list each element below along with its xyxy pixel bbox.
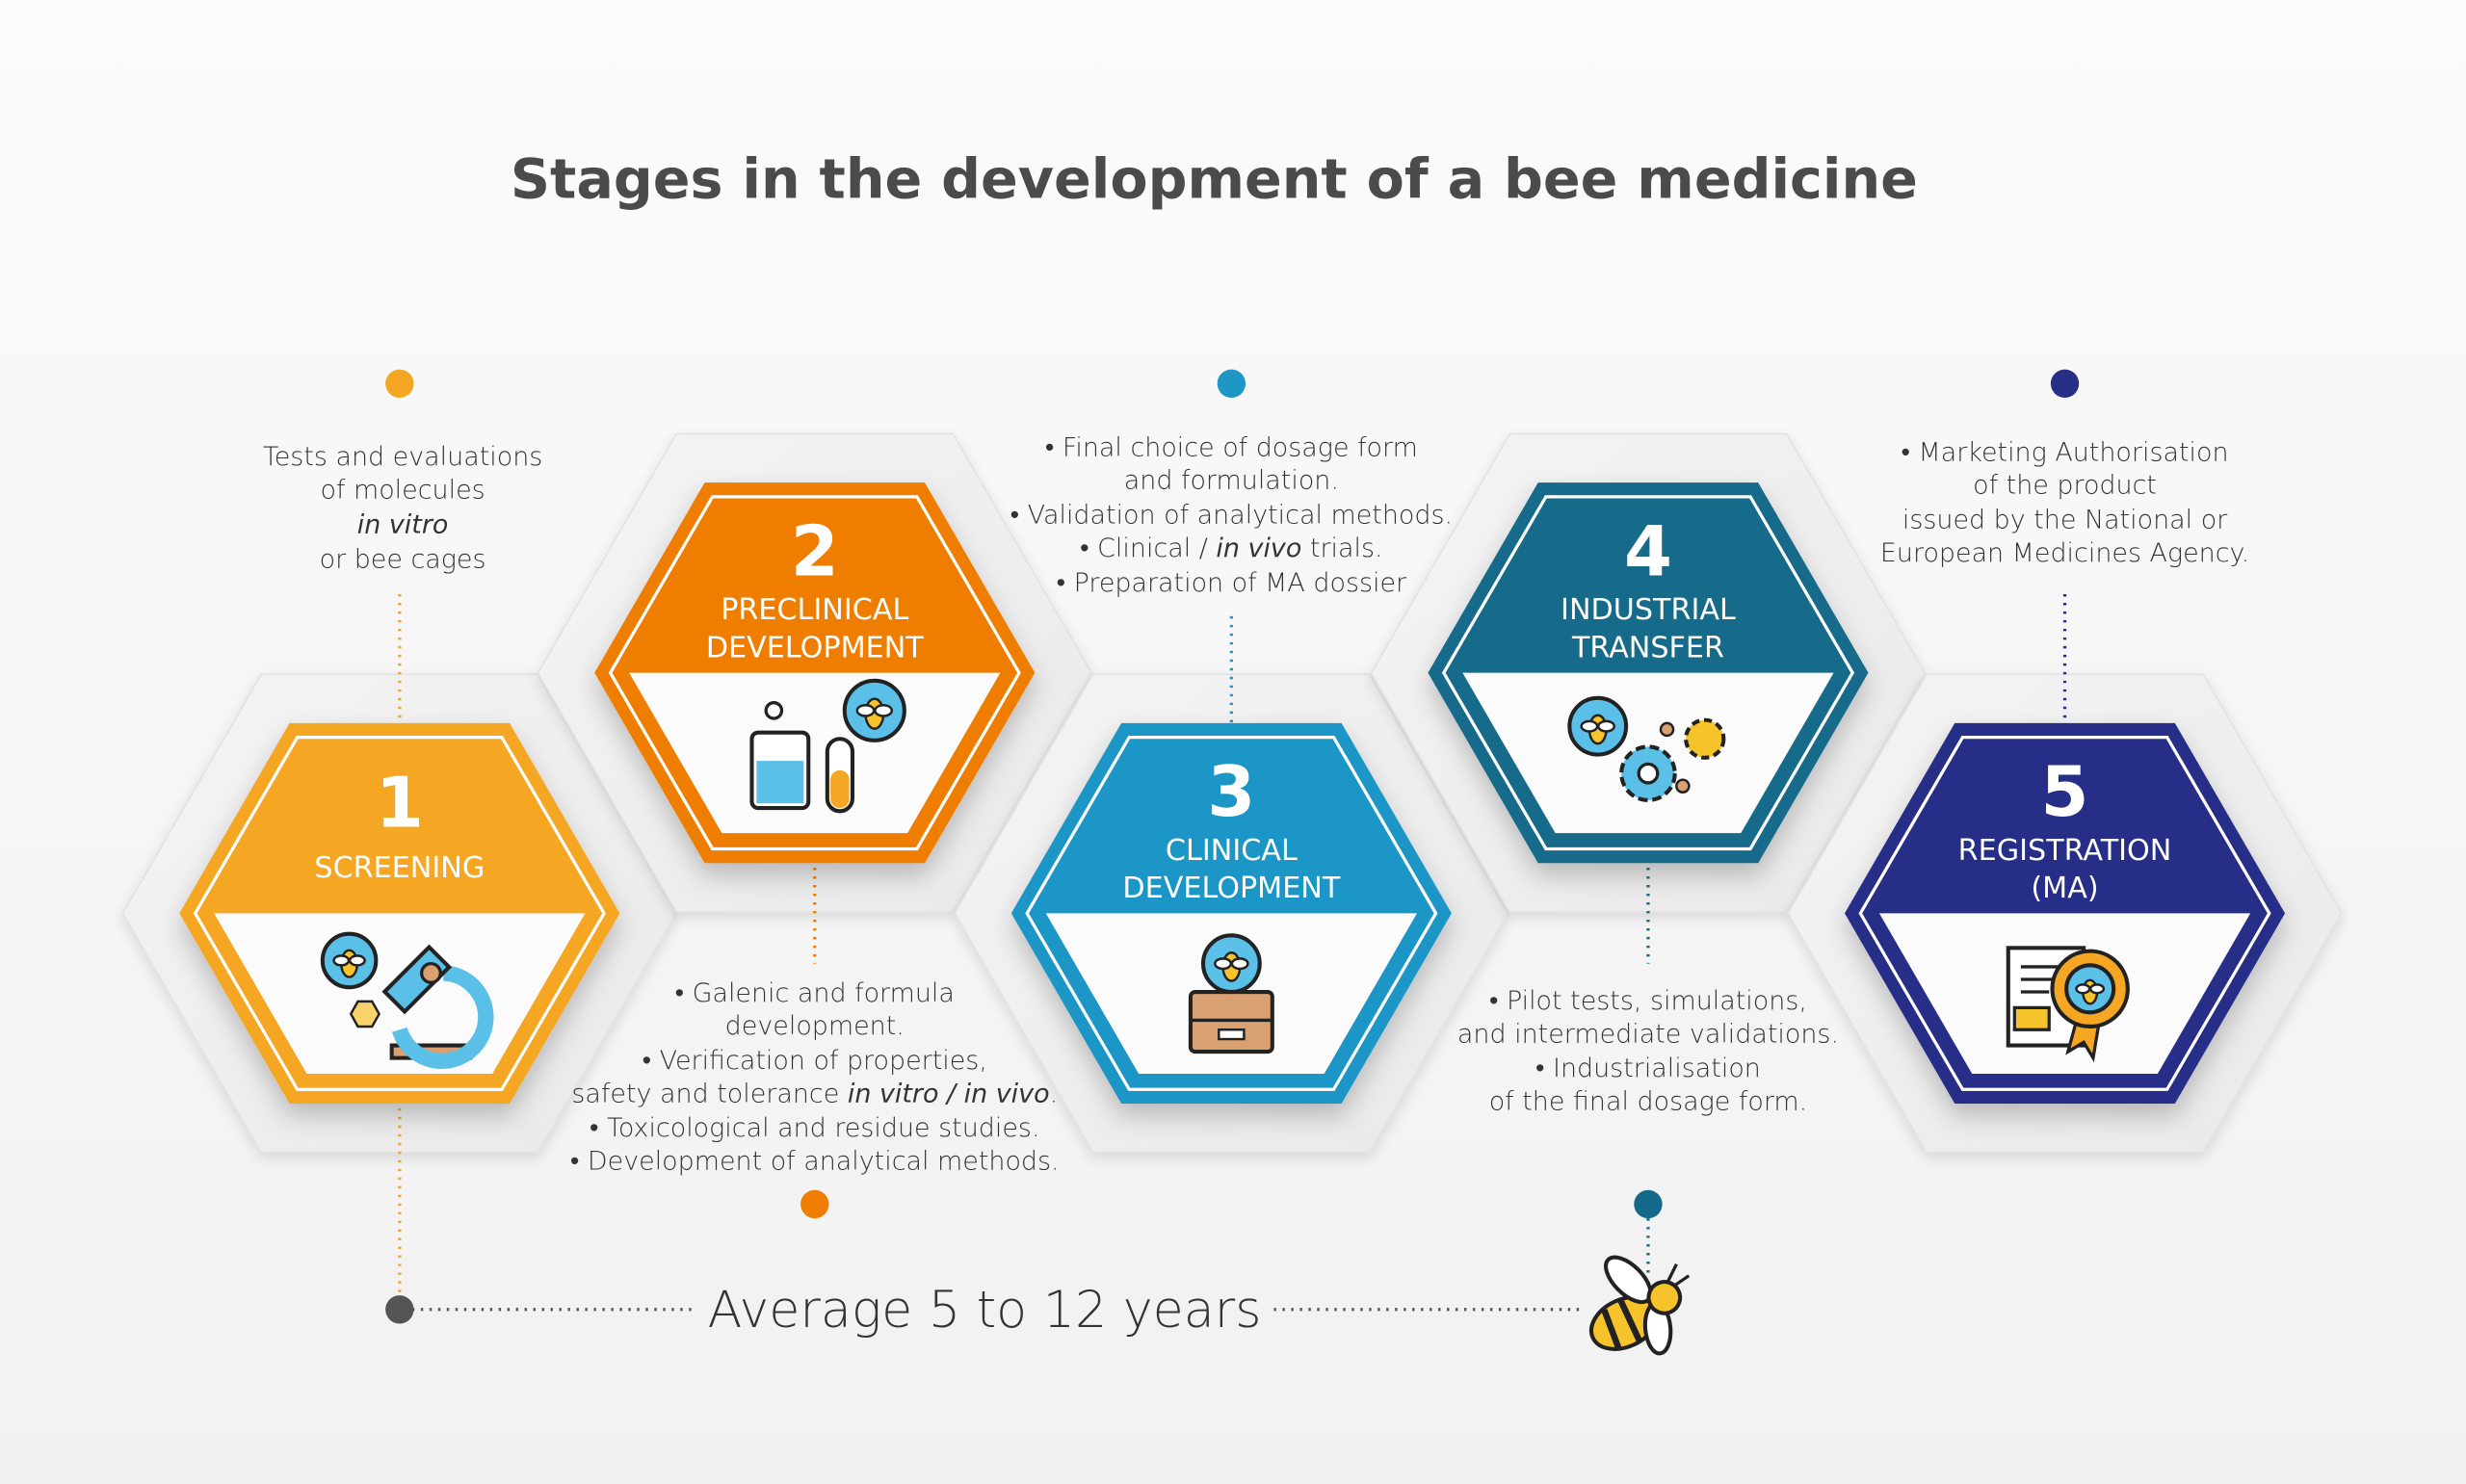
description-text: or bee cages: [320, 544, 486, 574]
description-text: • Industrialisation: [1535, 1054, 1761, 1083]
stage-description-line: of molecules: [320, 475, 485, 505]
stage-label: DEVELOPMENT: [1122, 872, 1340, 905]
stage-marker-dot: [1634, 1189, 1663, 1219]
stage-description-line: safety and tolerance in vitro / in vivo.: [571, 1079, 1058, 1108]
stage-number: 3: [1207, 751, 1255, 832]
stage-description-line: • Toxicological and residue studies.: [590, 1113, 1040, 1143]
stage-label: TRANSFER: [1571, 631, 1724, 664]
stage-description-line: Tests and evaluations: [263, 442, 542, 472]
page-title: Stages in the development of a bee medic…: [511, 148, 1918, 212]
stage-number: 1: [376, 763, 424, 844]
stage-description-line: development.: [725, 1011, 905, 1041]
italic-text: in vivo: [1216, 534, 1301, 563]
stage-label: INDUSTRIAL: [1561, 593, 1736, 627]
stage-description-line: of the product: [1973, 471, 2157, 501]
stage-marker-dot: [1217, 369, 1246, 399]
microscope-bee-icon: [320, 931, 494, 1069]
connectors: [385, 369, 2080, 1297]
stage-description-line: issued by the National or: [1902, 505, 2228, 534]
description-text: .: [1050, 1079, 1059, 1108]
stage-description-line: • Development of analytical methods.: [570, 1147, 1060, 1177]
stage-label: SCREENING: [314, 851, 485, 885]
hexagon-inner-border: [608, 495, 1021, 851]
description-text: • Marketing Authorisation: [1902, 437, 2229, 467]
description-text: • Clinical /: [1080, 534, 1216, 563]
description-text: • Verification of properties,: [643, 1046, 987, 1076]
description-text: Tests and evaluations: [263, 442, 542, 472]
lab-tubes-bee-icon: [749, 678, 906, 814]
stage-description-line: • Industrialisation: [1535, 1054, 1761, 1083]
description-text: issued by the National or: [1902, 505, 2228, 534]
icon-panel: [629, 672, 1001, 834]
italic-text: in vitro / in vivo: [848, 1079, 1050, 1108]
stage-marker-dot: [800, 1189, 829, 1219]
description-text: trials.: [1301, 534, 1382, 563]
stage-marker-dot: [385, 369, 414, 399]
description-text: • Preparation of MA dossier: [1057, 568, 1407, 598]
hexagon-inner-border: [193, 735, 606, 1091]
stage-description-line: and formulation.: [1124, 466, 1339, 496]
description-text: • Toxicological and residue studies.: [590, 1113, 1040, 1143]
stage-description-line: in vitro: [357, 509, 449, 539]
description-text: • Development of analytical methods.: [570, 1147, 1060, 1177]
stage-number: 4: [1624, 510, 1672, 591]
stage-description-line: • Final choice of dosage form: [1045, 432, 1418, 462]
stage-number: 5: [2041, 751, 2089, 832]
timeline-label: Average 5 to 12 years: [708, 1282, 1262, 1340]
timeline: Average 5 to 12 years: [385, 1255, 1691, 1356]
description-text: • Validation of analytical methods.: [1010, 501, 1453, 531]
description-text: • Galenic and formula: [675, 978, 955, 1008]
stage-marker-dot: [2050, 369, 2080, 399]
stage-description-line: • Preparation of MA dossier: [1057, 568, 1407, 598]
stage-label: (MA): [2031, 872, 2098, 905]
description-text: of the final dosage form.: [1489, 1086, 1808, 1116]
gear-icon: [1684, 717, 1726, 760]
stage-description-line: • Verification of properties,: [643, 1046, 987, 1076]
description-text: and intermediate validations.: [1457, 1019, 1839, 1049]
stage-description-line: European Medicines Agency.: [1880, 538, 2249, 568]
stage-description-line: and intermediate validations.: [1457, 1019, 1839, 1049]
description-text: and formulation.: [1124, 466, 1339, 496]
stage-description-line: of the final dosage form.: [1489, 1086, 1808, 1116]
bee-icon: [1588, 1255, 1691, 1356]
hexagon-inner-border: [1441, 495, 1855, 851]
beehive-icon: [1188, 933, 1274, 1054]
description-text: of the product: [1973, 471, 2157, 501]
stage-description-line: • Marketing Authorisation: [1902, 437, 2229, 467]
stage-description-line: or bee cages: [320, 544, 486, 574]
description-text: of molecules: [320, 475, 485, 505]
description-text: safety and tolerance: [571, 1079, 847, 1108]
description-text: • Pilot tests, simulations,: [1489, 986, 1807, 1016]
gears-bee-icon: [1567, 695, 1726, 802]
description-text: development.: [725, 1011, 905, 1041]
description-text: European Medicines Agency.: [1880, 538, 2249, 568]
certificate-bee-icon: [2006, 946, 2130, 1063]
stage-hexagons: 1SCREENING2PRECLINICALDEVELOPMENT3CLINIC…: [179, 482, 2286, 1104]
stage-description-line: • Pilot tests, simulations,: [1489, 986, 1807, 1016]
stage-label: PRECLINICAL: [721, 593, 908, 627]
stage-label: REGISTRATION: [1958, 834, 2172, 868]
stage-description-line: • Clinical / in vivo trials.: [1080, 534, 1382, 563]
stage-label: DEVELOPMENT: [706, 631, 924, 664]
italic-text: in vitro: [357, 509, 449, 539]
description-text: • Final choice of dosage form: [1045, 432, 1418, 462]
hexagon-inner-border: [1025, 735, 1438, 1091]
stage-number: 2: [791, 510, 839, 591]
hexagon-inner-border: [1858, 735, 2271, 1091]
stage-description-line: • Galenic and formula: [675, 978, 955, 1008]
stage-label: CLINICAL: [1166, 834, 1298, 868]
timeline-start-dot: [385, 1295, 414, 1324]
stage-description-line: • Validation of analytical methods.: [1010, 501, 1453, 531]
